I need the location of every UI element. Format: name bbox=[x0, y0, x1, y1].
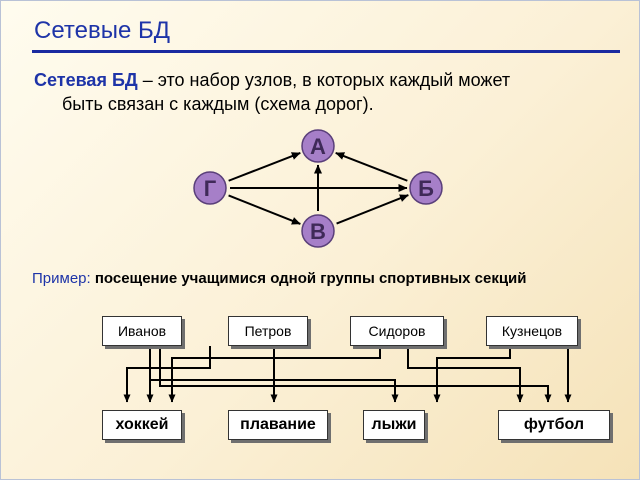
link-Сидоров-футбол bbox=[407, 346, 524, 403]
graph-node-label: Б bbox=[418, 176, 434, 201]
graph-node-G: Г bbox=[193, 171, 227, 205]
student-box: Иванов bbox=[102, 316, 182, 346]
graph-edge-G-V bbox=[228, 194, 301, 225]
student-box: Сидоров bbox=[350, 316, 444, 346]
graph-nodes: А Б В Г bbox=[193, 129, 443, 248]
graph-edge-B-A bbox=[335, 151, 408, 182]
section-box: хоккей bbox=[102, 410, 182, 440]
student-box: Кузнецов bbox=[486, 316, 578, 346]
definition-line2: быть связан с каждым (схема дорог). bbox=[62, 94, 374, 114]
section-box: лыжи bbox=[363, 410, 425, 440]
definition-line1: – это набор узлов, в которых каждый може… bbox=[137, 70, 511, 90]
link-Иванов-лыжи bbox=[159, 346, 552, 403]
graph-edges bbox=[228, 151, 409, 225]
example-text: посещение учащимися одной группы спортив… bbox=[94, 270, 527, 287]
title-underline bbox=[32, 50, 620, 53]
section-box: футбол bbox=[498, 410, 610, 440]
graph-node-V: В bbox=[301, 214, 335, 248]
graph-edge-V-B bbox=[336, 194, 409, 225]
graph-node-label: Г bbox=[204, 176, 217, 201]
link-Сидоров-хоккей bbox=[168, 346, 381, 403]
graph-node-B: Б bbox=[409, 171, 443, 205]
definition-text: Сетевая БД – это набор узлов, в которых … bbox=[34, 68, 614, 116]
graph-edge-G-A bbox=[228, 151, 301, 182]
definition-term: Сетевая БД bbox=[34, 70, 138, 90]
link-Петров-хоккей bbox=[123, 346, 211, 403]
student-section-links bbox=[123, 346, 572, 403]
example-label: Пример: bbox=[32, 270, 95, 287]
section-box: плавание bbox=[228, 410, 328, 440]
slide-title: Сетевые БД bbox=[34, 17, 170, 44]
example-caption: Пример: посещение учащимися одной группы… bbox=[32, 270, 527, 287]
link-Иванов-хоккей bbox=[149, 346, 399, 403]
graph-node-A: А bbox=[301, 129, 335, 163]
graph-node-label: А bbox=[310, 134, 326, 159]
student-box: Петров bbox=[228, 316, 308, 346]
link-Кузнецов-лыжи bbox=[433, 346, 511, 403]
graph-node-label: В bbox=[310, 219, 326, 244]
